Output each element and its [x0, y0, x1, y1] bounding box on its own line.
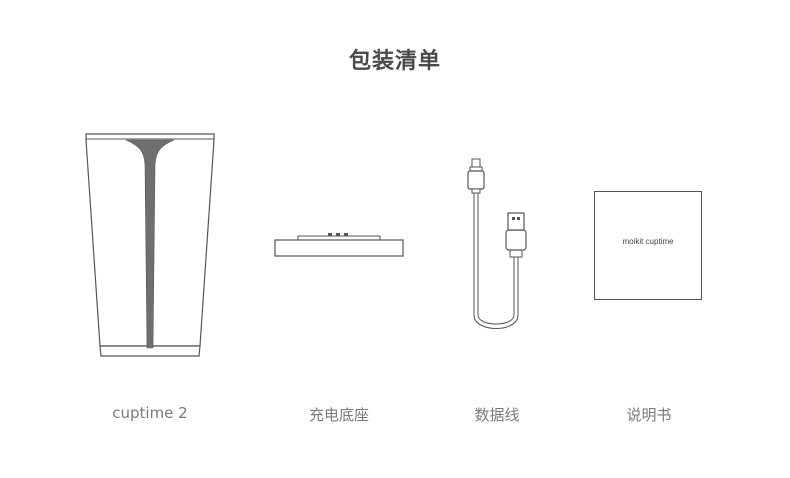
- item-label-usb-cable: 数据线: [474, 406, 520, 424]
- cup-icon: [85, 133, 215, 357]
- item-label-charging-base: 充电底座: [308, 406, 369, 424]
- usb-cable-icon: [467, 158, 527, 329]
- item-label-manual: 说明书: [626, 406, 672, 424]
- page-title: 包装清单: [348, 49, 441, 74]
- manual-cover-text: moikit cuptime: [622, 237, 674, 246]
- manual-booklet-icon: moikit cuptime: [594, 191, 702, 300]
- charging-base-icon: [274, 233, 404, 257]
- item-label-cuptime: cuptime 2: [112, 404, 188, 422]
